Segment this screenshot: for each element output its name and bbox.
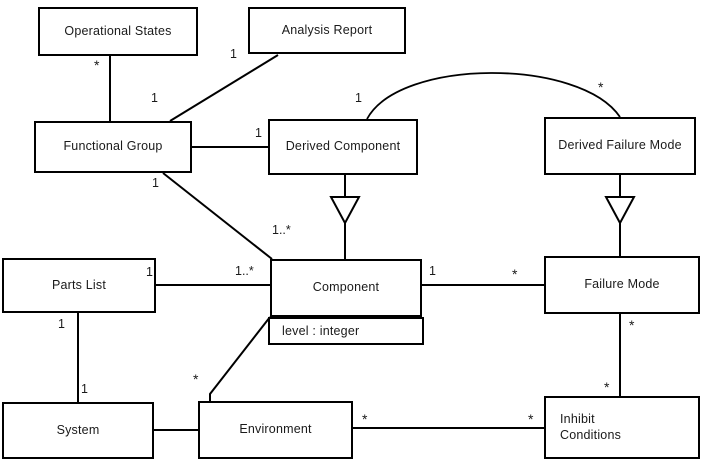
class-attribute-component-level: level : integer bbox=[268, 317, 424, 345]
class-name-environment: Environment bbox=[239, 422, 312, 437]
class-name-inhibit-conditions: Inhibit Conditions bbox=[560, 411, 622, 442]
multiplicity-label-m-failuremode-down-star: * bbox=[629, 317, 635, 333]
edge-environment-component[interactable] bbox=[209, 316, 271, 401]
generalization-arrowhead-derivedcomponent-component bbox=[329, 196, 361, 226]
class-box-derived-failure-mode[interactable]: Derived Failure Mode bbox=[544, 117, 696, 175]
multiplicity-label-m-failuremode-left-star: * bbox=[512, 266, 518, 282]
class-box-component[interactable]: Component bbox=[270, 259, 422, 317]
multiplicity-label-m-partslist-below-1: 1 bbox=[58, 317, 65, 331]
multiplicity-label-m-inhibit-left-star: * bbox=[528, 411, 534, 427]
edge-derivedcomponent-derivedfailuremode[interactable] bbox=[366, 72, 621, 120]
multiplicity-label-m-derivedfailure-star: * bbox=[598, 79, 604, 95]
edge-analysisreport-functionalgroup[interactable] bbox=[169, 54, 279, 122]
generalization-arrowhead-derivedfailuremode-failuremode bbox=[604, 196, 636, 226]
class-name-operational-states: Operational States bbox=[64, 23, 172, 38]
multiplicity-label-m-fg-bottom-1: 1 bbox=[152, 176, 159, 190]
class-name-failure-mode: Failure Mode bbox=[584, 277, 660, 292]
multiplicity-label-m-fg-right-1: 1 bbox=[255, 126, 262, 140]
class-box-functional-group[interactable]: Functional Group bbox=[34, 121, 192, 173]
multiplicity-label-m-component-upper-1n: 1..* bbox=[272, 223, 291, 237]
class-name-analysis-report: Analysis Report bbox=[281, 22, 373, 37]
class-box-environment[interactable]: Environment bbox=[198, 401, 353, 459]
multiplicity-label-m-environment-right-star: * bbox=[362, 411, 368, 427]
class-box-derived-component[interactable]: Derived Component bbox=[268, 119, 418, 175]
multiplicity-label-m-derivedcomponent-1: 1 bbox=[355, 91, 362, 105]
class-name-derived-component: Derived Component bbox=[285, 139, 401, 154]
edge-functionalgroup-component[interactable] bbox=[162, 172, 273, 260]
association-edges bbox=[77, 54, 636, 431]
class-name-system: System bbox=[56, 422, 100, 437]
class-box-operational-states[interactable]: Operational States bbox=[38, 7, 198, 56]
class-box-analysis-report[interactable]: Analysis Report bbox=[248, 7, 406, 54]
multiplicity-label-m-fg-top-1: 1 bbox=[151, 91, 158, 105]
class-name-component: Component bbox=[312, 280, 380, 295]
class-box-inhibit-conditions[interactable]: Inhibit Conditions bbox=[544, 396, 700, 459]
class-box-parts-list[interactable]: Parts List bbox=[2, 258, 156, 313]
multiplicity-label-m-opstates-star: * bbox=[94, 57, 100, 73]
multiplicity-label-m-inhibit-up-star: * bbox=[604, 379, 610, 395]
multiplicity-label-m-component-right-1: 1 bbox=[429, 264, 436, 278]
multiplicity-label-m-partslist-right-1: 1 bbox=[146, 265, 153, 279]
class-box-failure-mode[interactable]: Failure Mode bbox=[544, 256, 700, 314]
multiplicity-label-m-system-above-1: 1 bbox=[81, 382, 88, 396]
class-name-derived-failure-mode: Derived Failure Mode bbox=[558, 138, 682, 153]
class-box-system[interactable]: System bbox=[2, 402, 154, 459]
class-name-functional-group: Functional Group bbox=[63, 139, 163, 154]
class-name-parts-list: Parts List bbox=[51, 277, 107, 292]
multiplicity-label-m-component-left-1n: 1..* bbox=[235, 264, 254, 278]
multiplicity-label-m-analysisreport-1: 1 bbox=[230, 47, 237, 61]
multiplicity-label-m-environment-up-star: * bbox=[193, 371, 199, 387]
